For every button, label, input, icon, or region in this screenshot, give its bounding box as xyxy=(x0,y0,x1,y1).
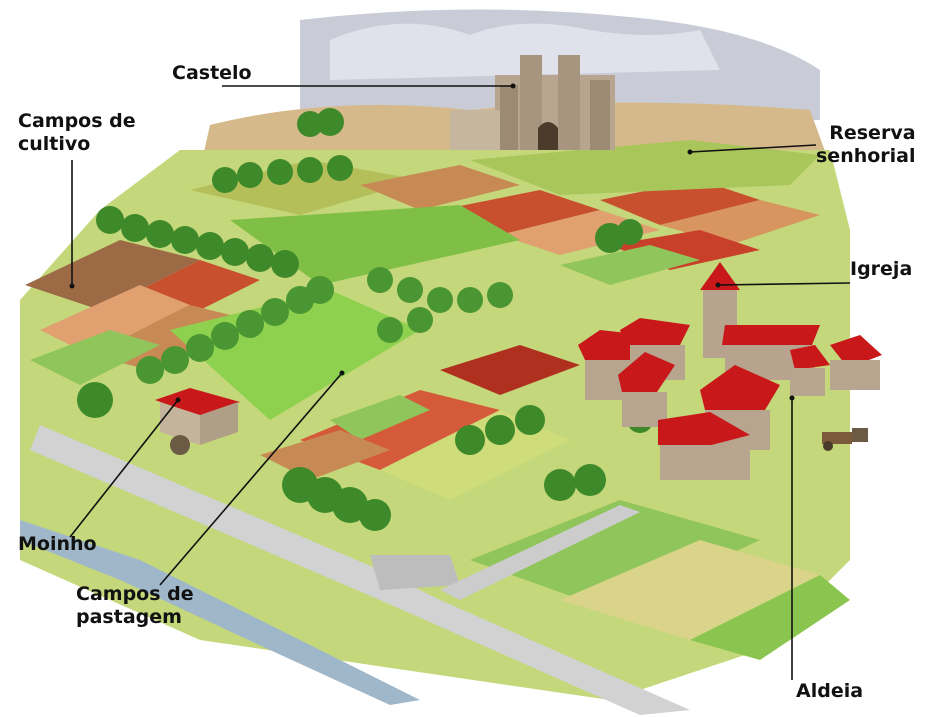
road-branch xyxy=(440,505,640,600)
leader-moinho xyxy=(69,399,179,538)
label-moinho: Moinho xyxy=(18,533,97,555)
road-stream xyxy=(20,520,420,705)
label-castelo: Castelo xyxy=(172,62,252,84)
road-main xyxy=(30,425,690,715)
label-reserva-senhorial: Reserva senhorial xyxy=(816,122,916,168)
label-campos-cultivo-line1: Campos de xyxy=(18,110,136,132)
label-reserva-line1: Reserva xyxy=(829,122,916,144)
label-reserva-line2: senhorial xyxy=(816,145,916,167)
leader-dots xyxy=(69,83,795,403)
label-campos-pastagem: Campos de pastagem xyxy=(76,583,194,629)
label-campos-pastagem-line2: pastagem xyxy=(76,606,182,628)
tree-row-upper xyxy=(96,155,353,278)
leader-reserva xyxy=(689,144,817,153)
central-green-field xyxy=(230,205,520,285)
leader-igreja xyxy=(717,282,851,286)
lower-right-field-2 xyxy=(560,540,820,640)
leader-lines xyxy=(69,85,851,680)
tree-clusters xyxy=(77,108,653,531)
mill xyxy=(155,388,240,455)
label-aldeia: Aldeia xyxy=(796,680,864,702)
label-campos-pastagem-line1: Campos de xyxy=(76,583,194,605)
ox-cart xyxy=(822,428,868,451)
tree-row-middle xyxy=(136,267,513,384)
leader-pastagem xyxy=(159,372,343,586)
pasture-field xyxy=(170,290,420,420)
label-campos-cultivo: Campos de cultivo xyxy=(18,110,136,156)
label-campos-cultivo-line2: cultivo xyxy=(18,133,91,155)
label-igreja: Igreja xyxy=(850,258,913,280)
reserve-fields xyxy=(470,140,820,195)
cloud xyxy=(330,23,720,81)
lower-right-field-3 xyxy=(690,575,850,660)
village-houses xyxy=(578,318,882,480)
lower-right-field-1 xyxy=(470,500,760,610)
road-bridge xyxy=(370,555,460,590)
